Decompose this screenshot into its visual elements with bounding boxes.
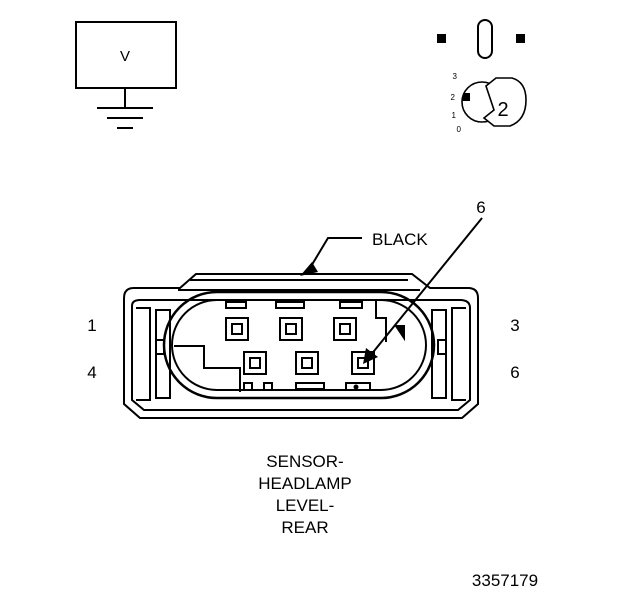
meter-selected-label: 2 bbox=[497, 99, 508, 121]
pin-callout-arrow bbox=[363, 217, 483, 364]
cavity-pin-1 bbox=[225, 317, 249, 341]
pin-label-4: 4 bbox=[87, 363, 96, 382]
pin-label-1: 1 bbox=[87, 316, 96, 335]
figure-number: 3357179 bbox=[472, 571, 538, 590]
pin-callout-label: 6 bbox=[476, 198, 485, 217]
connector-caption: SENSOR- HEADLAMP LEVEL- REAR bbox=[258, 452, 352, 537]
pin-label-6: 6 bbox=[510, 363, 519, 382]
cavity-pin-2 bbox=[279, 317, 303, 341]
caption-line-2: HEADLAMP bbox=[258, 474, 352, 493]
meter-position-2: 2 bbox=[451, 93, 456, 102]
caption-line-4: REAR bbox=[281, 518, 328, 537]
cavity-pin-4 bbox=[243, 351, 267, 375]
cavity-pin-5 bbox=[295, 351, 319, 375]
voltmeter-ground-symbol bbox=[75, 21, 177, 129]
meter-position-3: 3 bbox=[453, 72, 458, 81]
connector-color-label: BLACK bbox=[372, 230, 428, 249]
caption-line-3: LEVEL- bbox=[276, 496, 335, 515]
voltmeter-label: V bbox=[120, 48, 130, 65]
connector-body bbox=[123, 273, 479, 419]
terminal-cavities bbox=[225, 317, 375, 375]
caption-line-1: SENSOR- bbox=[266, 452, 343, 471]
meter-position-1: 1 bbox=[452, 111, 457, 120]
meter-selector-icon bbox=[437, 19, 527, 127]
cavity-pin-3 bbox=[333, 317, 357, 341]
pin-label-3: 3 bbox=[510, 316, 519, 335]
meter-position-0: 0 bbox=[457, 125, 462, 134]
color-callout-arrow bbox=[300, 237, 362, 276]
